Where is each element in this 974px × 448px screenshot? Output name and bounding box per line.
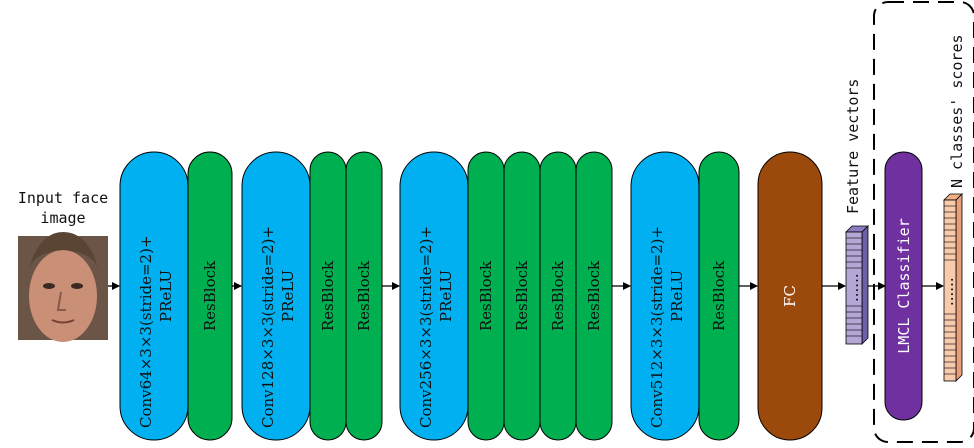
resblock-1-1-label: ResBlock xyxy=(201,260,219,331)
conv-block-4-label: Conv512×3×3(stride=2)+ xyxy=(648,226,666,428)
resblock-3-4 xyxy=(575,151,613,441)
input-face-image xyxy=(18,232,108,342)
resblock-2-2 xyxy=(345,151,383,441)
resblock-2-1-label: ResBlock xyxy=(319,260,337,331)
resblock-4-1 xyxy=(698,151,740,441)
conv-block-2-label: Conv128×3×3(stride=2)+ xyxy=(259,226,277,428)
conv-block-1-label: Conv64×3×3(stride=2)+ xyxy=(137,235,155,428)
scores-vector-ellipsis: ...... xyxy=(939,277,957,306)
resblock-2-2-label: ResBlock xyxy=(355,260,373,331)
stage-3: Conv256×3×3(stride=2)+ PReLU ResBlock Re… xyxy=(399,151,613,441)
scores-vector-icon xyxy=(943,193,963,382)
resblock-3-3-label: ResBlock xyxy=(549,260,567,331)
n-classes-scores-label: N classes' scores xyxy=(948,34,966,188)
conv-block-1-act: PReLU xyxy=(157,270,175,322)
conv-block-3-label: Conv256×3×3(stride=2)+ xyxy=(417,226,435,428)
resblock-1-1 xyxy=(187,151,233,441)
fc-label: FC xyxy=(781,285,799,307)
feature-vector-ellipsis: ...... xyxy=(844,273,862,302)
stage-4: Conv512×3×3(stride=2)+ PReLU ResBlock xyxy=(630,151,740,441)
conv-block-2-act: PReLU xyxy=(279,270,297,322)
classifier-region xyxy=(873,1,974,443)
feature-vectors-label: Feature vectors xyxy=(844,79,862,214)
stage-2: Conv128×3×3(stride=2)+ PReLU ResBlock Re… xyxy=(241,151,383,441)
conv-block-3-act: PReLU xyxy=(437,270,455,322)
resblock-3-1-label: ResBlock xyxy=(477,260,495,331)
lmcl-classifier-block xyxy=(884,151,923,421)
resblock-4-1-label: ResBlock xyxy=(710,260,728,331)
resblock-3-4-label: ResBlock xyxy=(585,260,603,331)
fc-block xyxy=(757,151,823,441)
input-label-line2: image xyxy=(40,209,85,227)
lmcl-classifier-label: LMCL Classifier xyxy=(895,218,913,353)
resblock-3-2-label: ResBlock xyxy=(513,260,531,331)
conv-block-4-act: PReLU xyxy=(668,270,686,322)
stage-1: Conv64×3×3(stride=2)+ PReLU ResBlock xyxy=(119,151,233,441)
input-label-line1: Input face xyxy=(18,189,108,207)
feature-vector-icon xyxy=(845,225,869,345)
